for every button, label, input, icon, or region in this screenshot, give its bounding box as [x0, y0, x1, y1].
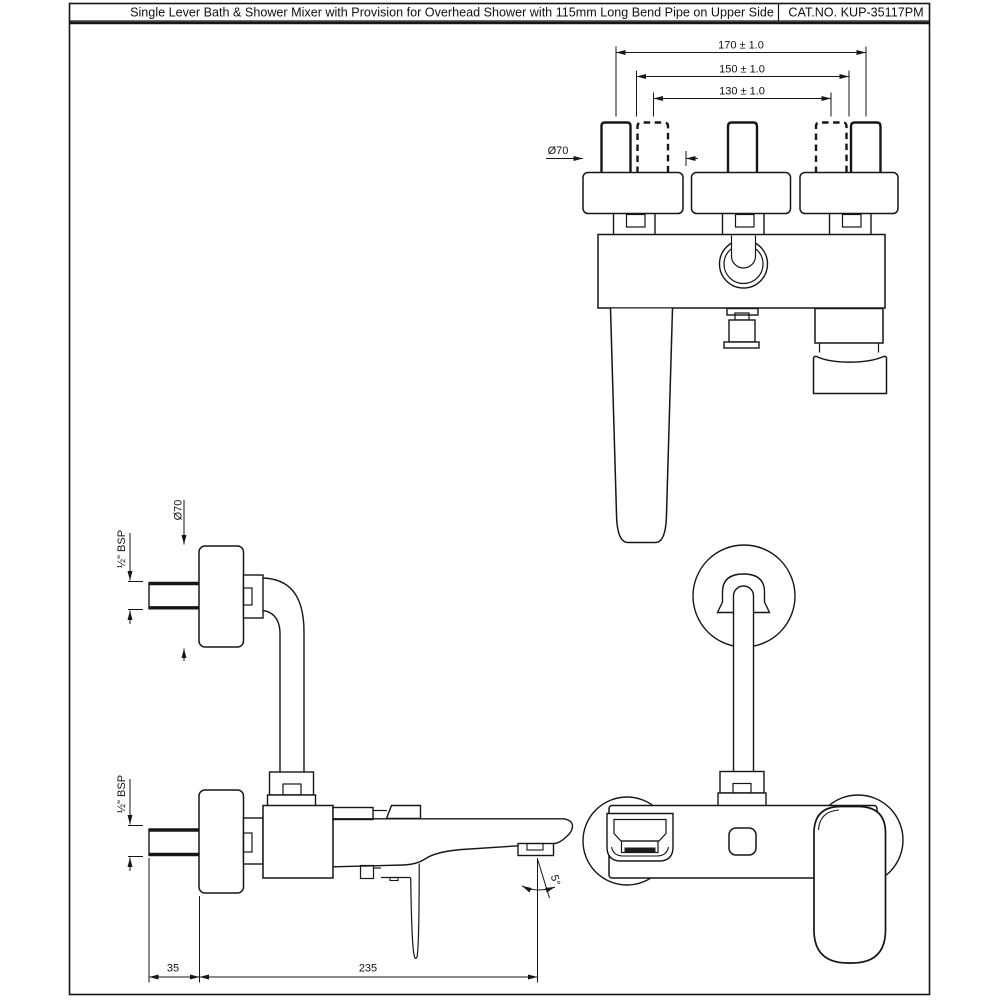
lever-handle-side-view [359, 863, 420, 960]
body-connector-nut-front [717, 770, 767, 807]
pipe-nut-front [716, 573, 771, 614]
lever-handle-front [813, 805, 887, 964]
front-view [582, 544, 904, 964]
diverter-knob-front [728, 827, 757, 856]
spout-side-view [332, 804, 574, 868]
wall-flange-center [690, 171, 792, 215]
top-view: 170 ± 1.0 150 ± 1.0 130 ± 1.0 Ø70 [546, 40, 899, 544]
lever-handle-top-view [812, 307, 888, 395]
dimension-text: 170 ± 1.0 [718, 40, 764, 52]
inlet-pipe-left [600, 121, 632, 173]
lower-connector-side [242, 817, 264, 865]
side-view-top-inlet: Ø70 ½" BSP [116, 500, 317, 807]
dimension-angle-5deg: 5° [521, 859, 562, 899]
bend-pipe-port [718, 235, 769, 289]
inlet-pipe-left-alternate-dashed [636, 121, 670, 173]
handle-grip-side [385, 804, 422, 820]
dimension-bsp-lower: ½" BSP [116, 775, 143, 871]
inlet-pipe-right-alternate-dashed [814, 121, 848, 173]
bend-pipe-side [262, 577, 305, 772]
dimension-text: Ø70 [173, 500, 185, 521]
dimension-dia70-top: Ø70 [546, 145, 698, 166]
dimension-text: 35 [167, 963, 179, 975]
riser-pipe-front [732, 585, 755, 772]
dimension-text: 130 ± 1.0 [719, 86, 765, 98]
top-shower-pipe [726, 121, 759, 173]
upper-wall-flange-side [198, 545, 245, 648]
aerator-front [620, 840, 659, 854]
inlet-pipe-right [849, 121, 882, 173]
dimension-150: 150 ± 1.0 [636, 64, 850, 117]
dimension-text: Ø70 [548, 145, 569, 157]
catalog-number: CAT.NO. KUP-35117PM [788, 6, 923, 20]
threaded-inlet-lower [148, 828, 199, 857]
spout-top-view [609, 308, 674, 544]
dimension-text: ½" BSP [116, 530, 128, 568]
wall-flange-left [582, 171, 684, 215]
upper-connector-side [242, 574, 264, 619]
bend-pipe-nut-side [266, 771, 317, 807]
dimension-dia70-side: Ø70 [173, 500, 187, 661]
diverter-knob-top-view [723, 307, 760, 349]
dimension-text: 235 [359, 963, 377, 975]
aerator-mesh [624, 847, 656, 852]
dimension-35: 35 [148, 858, 200, 983]
threaded-inlet-upper [148, 581, 199, 610]
dimension-text: ½" BSP [116, 775, 128, 813]
side-view-main: ½" BSP [116, 775, 574, 983]
dimension-text: 5° [548, 874, 562, 887]
dimension-170: 170 ± 1.0 [615, 40, 867, 117]
mixer-body-side-view [262, 804, 334, 879]
flange-stems [612, 213, 872, 235]
wall-flange-right [799, 171, 899, 215]
drawing-title: Single Lever Bath & Shower Mixer with Pr… [130, 6, 774, 20]
dimension-bsp-upper: ½" BSP [116, 530, 143, 624]
dimension-text: 150 ± 1.0 [719, 64, 765, 76]
dimension-130: 130 ± 1.0 [653, 86, 832, 117]
dimension-235: 235 [199, 858, 538, 983]
lower-wall-flange-side [198, 789, 245, 894]
spout-outlet-front [606, 812, 674, 862]
angle-arc [521, 885, 556, 893]
